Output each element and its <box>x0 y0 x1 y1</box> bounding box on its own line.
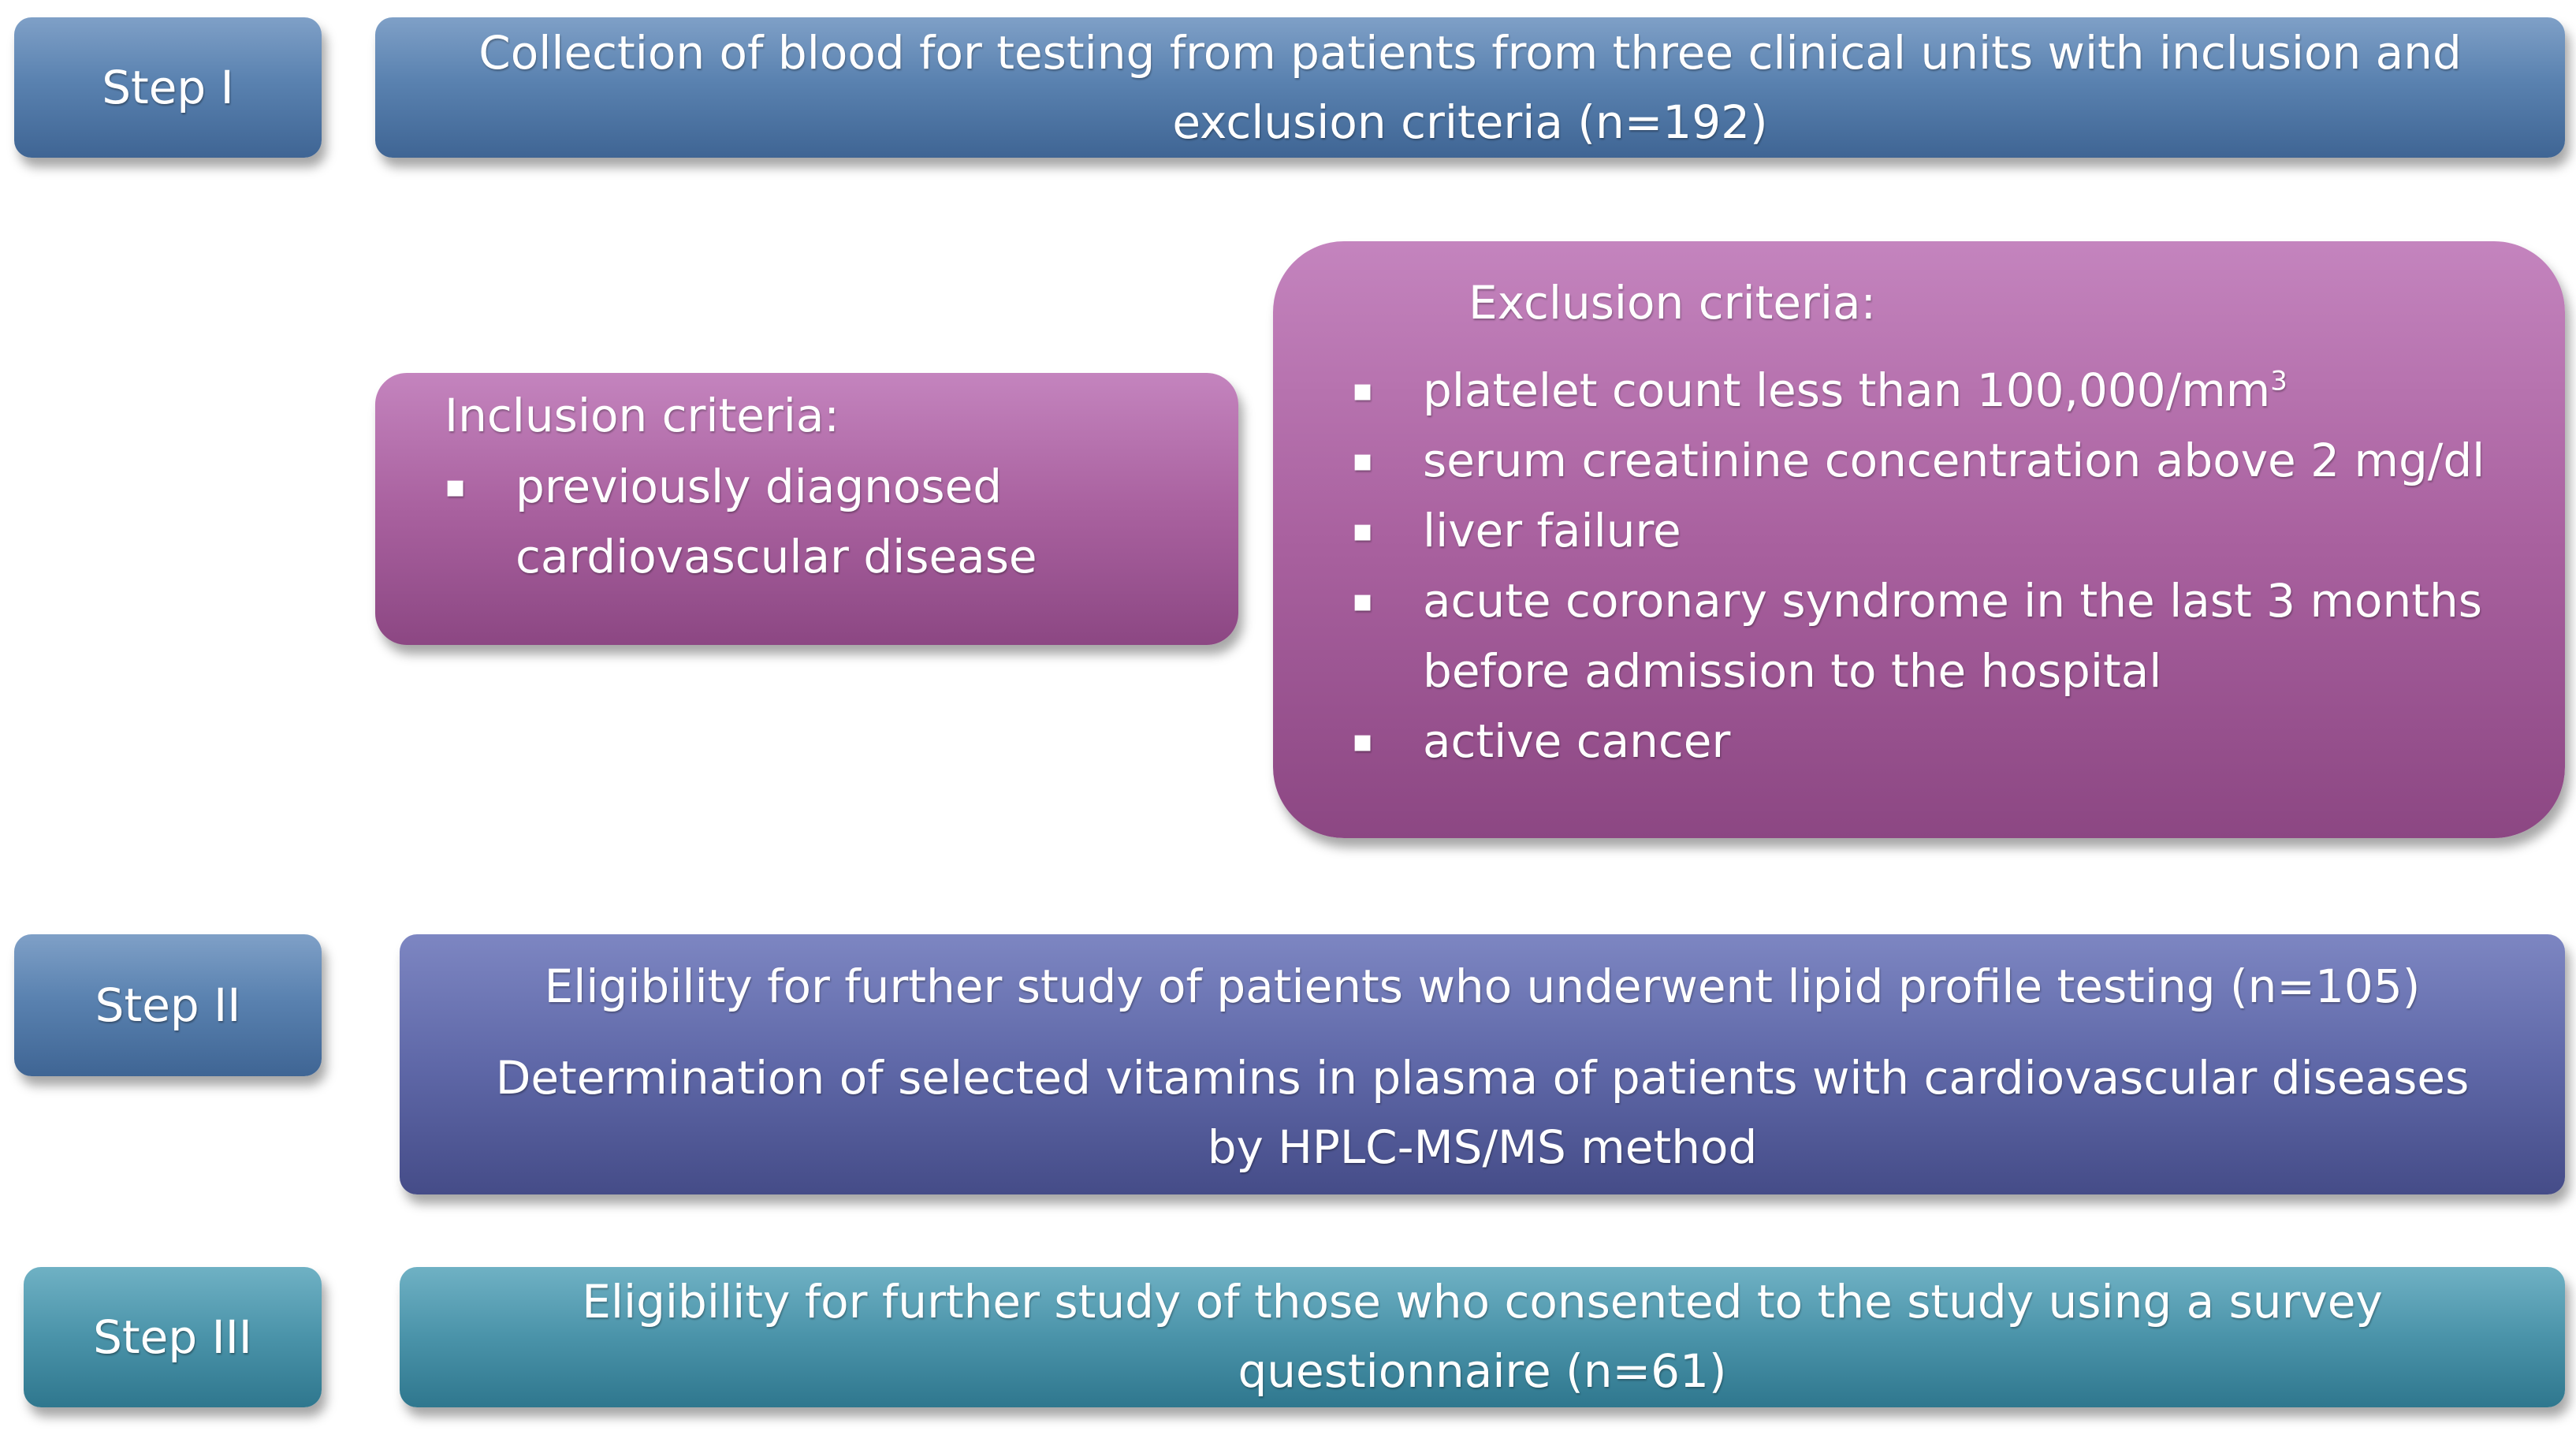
inclusion-criteria-box: Inclusion criteria: ▪ previously diagnos… <box>375 373 1238 645</box>
bullet-icon: ▪ <box>1352 583 1374 619</box>
exclusion-criteria-item-text: liver failure <box>1423 504 1681 557</box>
step-1-label-box: Step I <box>14 17 322 158</box>
step-2-label: Step II <box>95 978 241 1032</box>
superscript-3: 3 <box>2270 365 2288 397</box>
exclusion-criteria-item-text: active cancer <box>1423 714 1731 768</box>
step-2-description-box: Eligibility for further study of patient… <box>400 934 2565 1194</box>
step-1-description-box: Collection of blood for testing from pat… <box>375 17 2565 158</box>
exclusion-criteria-item: ▪ serum creatinine concentration above 2… <box>1352 426 2518 496</box>
exclusion-criteria-item-text: acute coronary syndrome in the last 3 mo… <box>1423 574 2482 698</box>
step-3-label: Step III <box>93 1310 252 1364</box>
step-1-label: Step I <box>102 61 234 114</box>
exclusion-criteria-title: Exclusion criteria: <box>1469 276 1877 330</box>
inclusion-criteria-title: Inclusion criteria: <box>445 389 839 442</box>
bullet-icon: ▪ <box>1352 723 1374 759</box>
step-2-description-1: Eligibility for further study of patient… <box>544 960 2421 1013</box>
step-3-description: Eligibility for further study of those w… <box>582 1275 2383 1398</box>
bullet-icon: ▪ <box>1352 512 1374 549</box>
exclusion-criteria-item: ▪ liver failure <box>1352 496 2518 566</box>
step-3-label-box: Step III <box>24 1267 322 1407</box>
exclusion-criteria-item-text: serum creatinine concentration above 2 m… <box>1423 434 2485 487</box>
inclusion-criteria-list: ▪ previously diagnosed cardiovascular di… <box>445 452 1154 592</box>
exclusion-criteria-item: ▪ platelet count less than 100,000/mm3 <box>1352 356 2518 426</box>
bullet-icon: ▪ <box>1352 442 1374 479</box>
step-2-description-2: Determination of selected vitamins in pl… <box>495 1051 2470 1174</box>
step-1-description: Collection of blood for testing from pat… <box>478 26 2462 149</box>
inclusion-criteria-item: ▪ previously diagnosed cardiovascular di… <box>445 452 1154 592</box>
step-2-label-box: Step II <box>14 934 322 1076</box>
exclusion-criteria-item-text: platelet count less than 100,000/mm <box>1423 363 2271 417</box>
inclusion-criteria-item-text: previously diagnosed cardiovascular dise… <box>516 460 1037 583</box>
exclusion-criteria-item: ▪ active cancer <box>1352 706 2518 777</box>
exclusion-criteria-item: ▪ acute coronary syndrome in the last 3 … <box>1352 566 2518 706</box>
exclusion-criteria-list: ▪ platelet count less than 100,000/mm3 ▪… <box>1352 356 2518 777</box>
bullet-icon: ▪ <box>1352 372 1374 408</box>
bullet-icon: ▪ <box>445 468 467 505</box>
exclusion-criteria-box: Exclusion criteria: ▪ platelet count les… <box>1273 241 2565 838</box>
step-3-description-box: Eligibility for further study of those w… <box>400 1267 2565 1407</box>
